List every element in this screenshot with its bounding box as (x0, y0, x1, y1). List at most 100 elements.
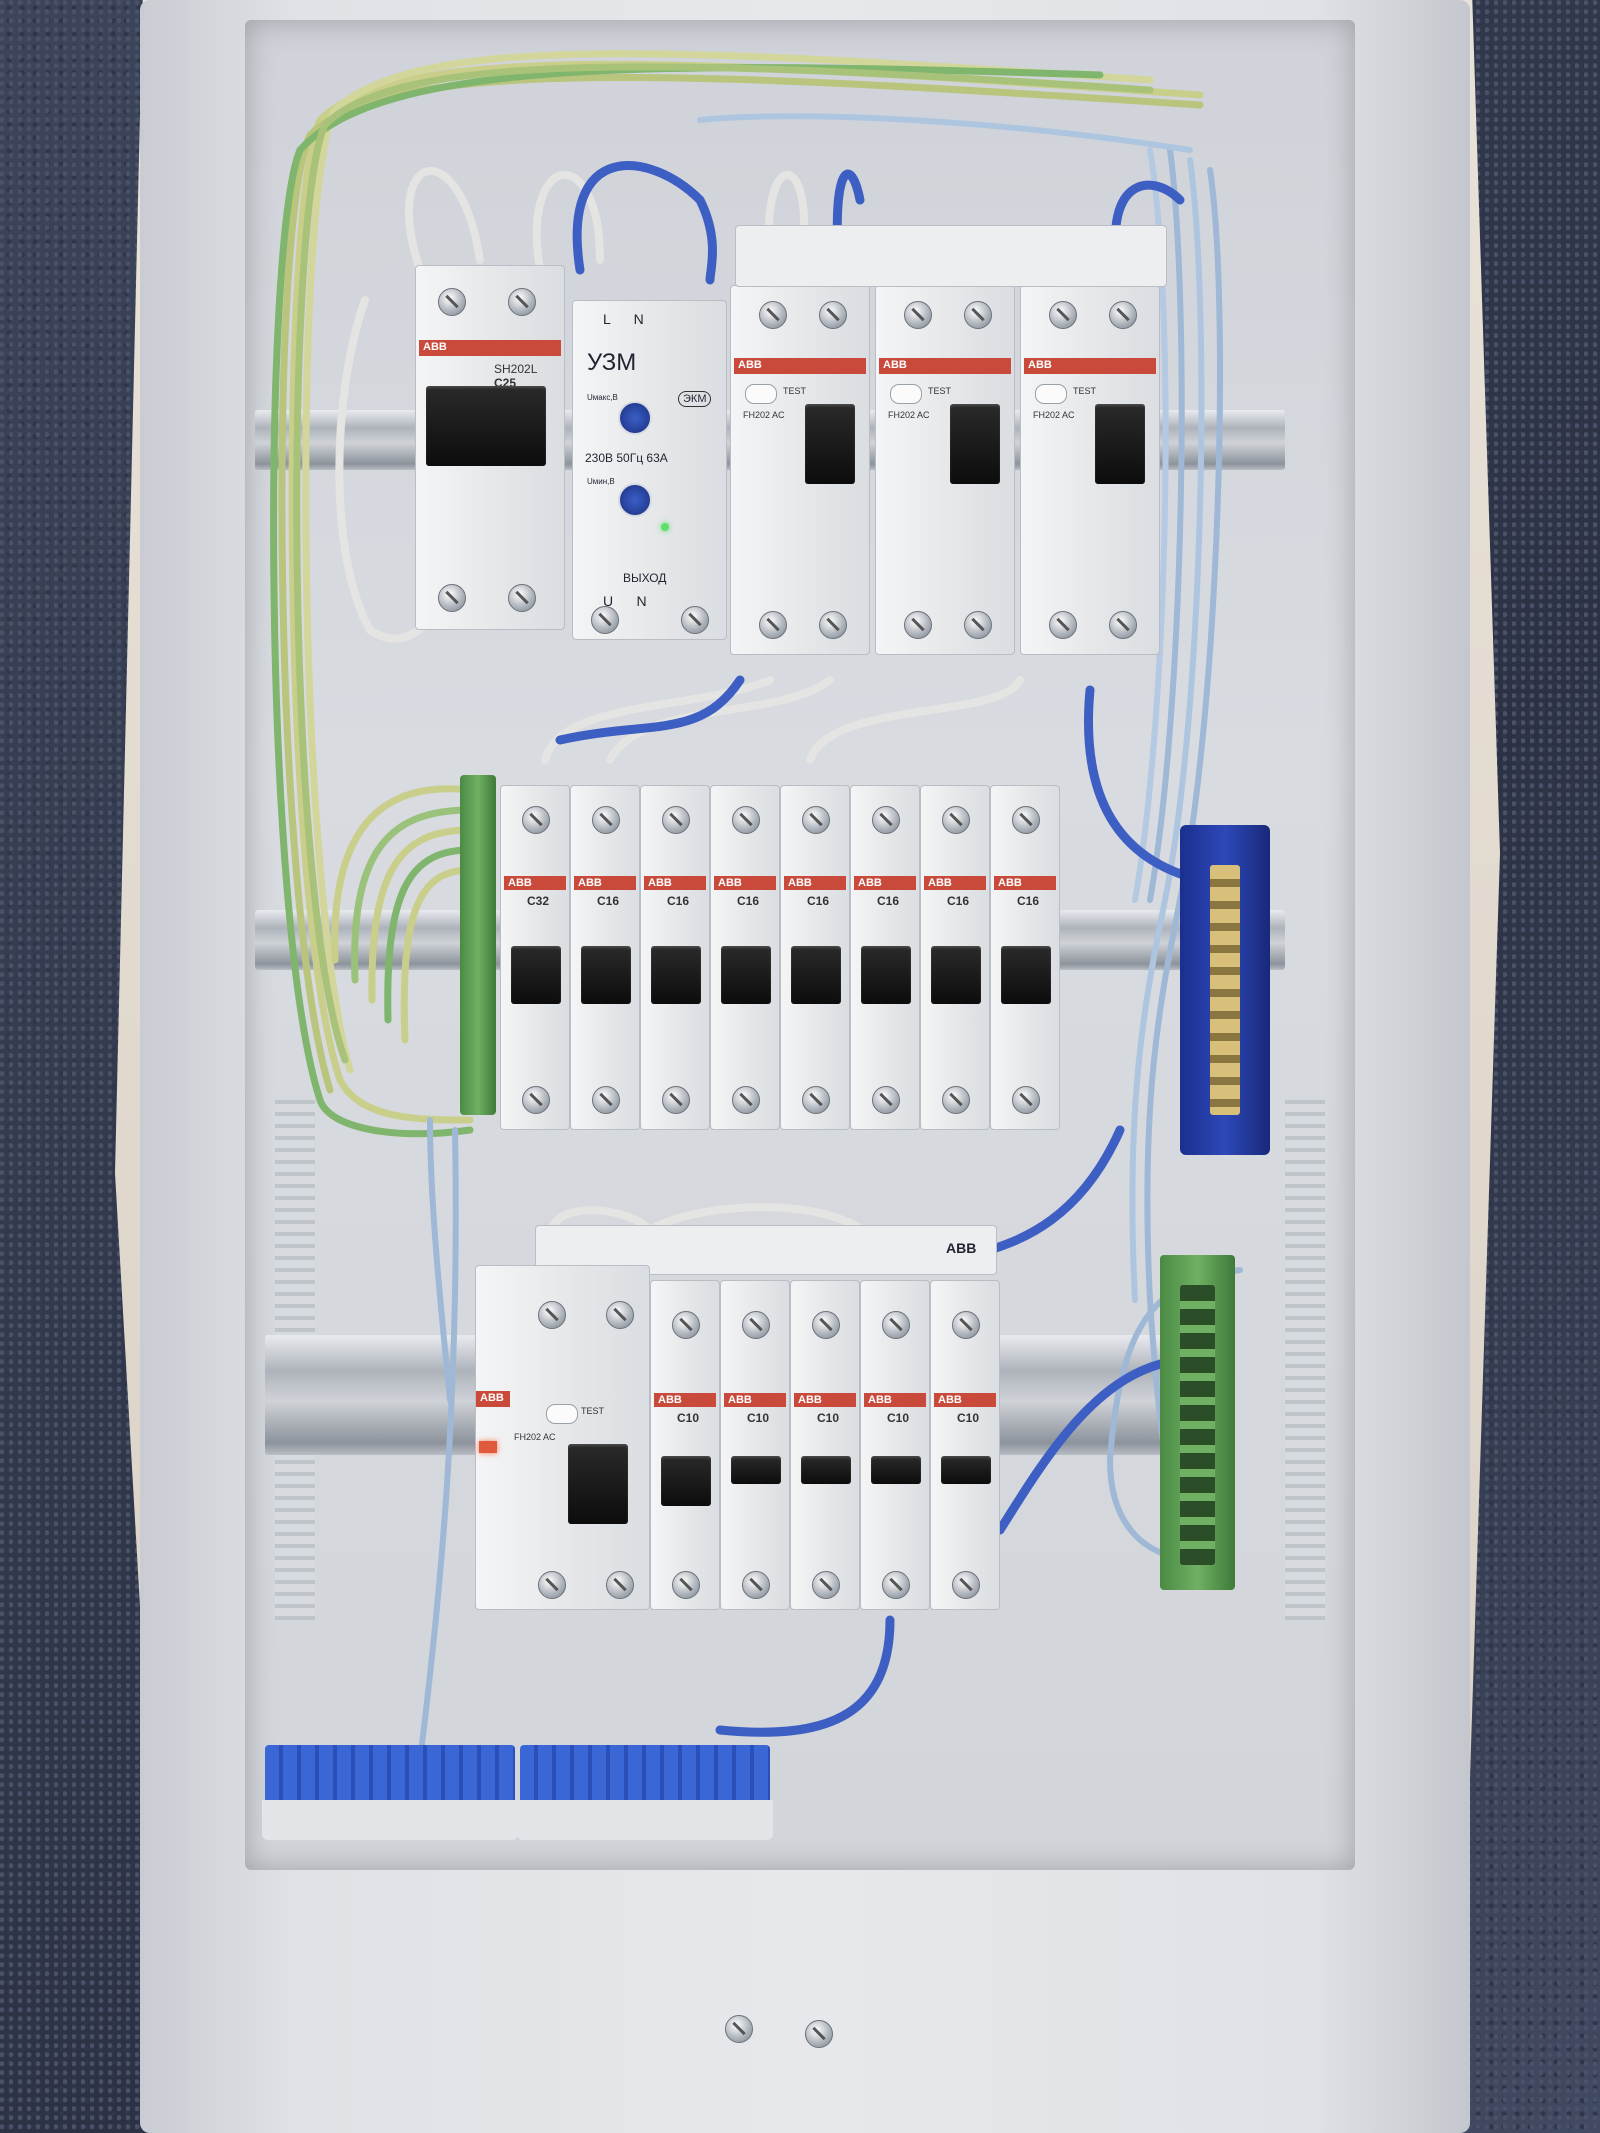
neutral-busbar-screws (1210, 865, 1240, 1115)
breaker-row3-3-rating: C10 (817, 1411, 840, 1425)
breaker-row2-6-brand: ABB (854, 876, 916, 890)
breaker-row2-4-lever[interactable] (721, 946, 771, 1004)
terminal-screw (952, 1311, 980, 1339)
breaker-row2-6: ABB C16 (850, 785, 920, 1130)
rcbo-row3-brand: ABB (476, 1391, 510, 1407)
terminal-screw (952, 1571, 980, 1599)
rcbo-1-test-button[interactable] (745, 384, 777, 404)
breaker-row2-6-rating: C16 (877, 894, 900, 908)
breaker-row3-5-lever[interactable] (941, 1456, 991, 1484)
breaker-row2-1-lever[interactable] (511, 946, 561, 1004)
breaker-row2-4-rating: C16 (737, 894, 760, 908)
breaker-row3-5-rating: C10 (957, 1411, 980, 1425)
rcbo-3-test-button[interactable] (1035, 384, 1067, 404)
terminal-screw (672, 1571, 700, 1599)
terminal-screw (812, 1311, 840, 1339)
breaker-row3-3-lever[interactable] (801, 1456, 851, 1484)
terminal-screw (732, 1086, 760, 1114)
rcbo-2-lever[interactable] (950, 404, 1000, 484)
breaker-row2-4: ABB C16 (710, 785, 780, 1130)
breaker-row2-1-brand: ABB (504, 876, 566, 890)
breaker-row2-2-lever[interactable] (581, 946, 631, 1004)
terminal-screw (802, 806, 830, 834)
terminal-screw (1049, 611, 1077, 639)
terminal-screw (522, 1086, 550, 1114)
breaker-row2-3-brand: ABB (644, 876, 706, 890)
breaker-row3-2-rating: C10 (747, 1411, 770, 1425)
rcbo-row3-lever[interactable] (568, 1444, 628, 1524)
breaker-row2-8-brand: ABB (994, 876, 1056, 890)
breaker-row3-2-lever[interactable] (731, 1456, 781, 1484)
earth-busbar-green (460, 775, 496, 1115)
terminal-block-left (265, 1745, 515, 1805)
breaker-row3-3-brand: ABB (794, 1393, 856, 1407)
breaker-row3-5: ABB C10 (930, 1280, 1000, 1610)
rcbo-1-lever[interactable] (805, 404, 855, 484)
terminal-screw (872, 1086, 900, 1114)
terminal-screw (819, 611, 847, 639)
yellow-green-wires (270, 50, 1204, 1138)
uzm-terminals-out: U N (603, 593, 647, 609)
terminal-screw (942, 1086, 970, 1114)
breaker-row2-1: ABB C32 (500, 785, 570, 1130)
rcbo-3-lever[interactable] (1095, 404, 1145, 484)
uzm-out-label: ВЫХОД (623, 571, 667, 585)
terminal-screw (508, 584, 536, 612)
terminal-screw (662, 1086, 690, 1114)
breaker-row2-1-rating: C32 (527, 894, 550, 908)
terminal-screw (742, 1571, 770, 1599)
breaker-row-3: ABB C10 ABB C10 ABB C10 ABB C10 ABB C10 (650, 1280, 1000, 1610)
terminal-screw (522, 806, 550, 834)
terminal-screw (662, 806, 690, 834)
terminal-screw (1012, 1086, 1040, 1114)
main-breaker-lever[interactable] (426, 386, 546, 466)
breaker-row2-5: ABB C16 (780, 785, 850, 1130)
breaker-row2-3-lever[interactable] (651, 946, 701, 1004)
rcbo-row3-model: FH202 AC (514, 1432, 556, 1442)
box-mounting-screw-2 (805, 2020, 833, 2048)
uzm-spec: 230В 50Гц 63А (585, 451, 668, 465)
rcbo-busbar-row1 (735, 225, 1167, 287)
row3-busbar-brand: ABB (946, 1240, 977, 1256)
terminal-screw (732, 806, 760, 834)
uzm-status-led (661, 523, 669, 531)
rcbo-row3-test-button[interactable] (546, 1404, 578, 1424)
uzm-title: УЗМ (587, 349, 637, 376)
breaker-row3-2-brand: ABB (724, 1393, 786, 1407)
rcbo-2-model: FH202 AC (888, 410, 930, 420)
breaker-row3-1-lever[interactable] (661, 1456, 711, 1506)
terminal-screw (964, 301, 992, 329)
uzm-brand-logo: ЭКМ (678, 391, 712, 407)
terminal-screw (438, 584, 466, 612)
terminal-screw (681, 606, 709, 634)
blue-wires (555, 161, 1205, 1737)
breaker-row3-4-rating: C10 (887, 1411, 910, 1425)
breaker-row2-8-lever[interactable] (1001, 946, 1051, 1004)
terminal-screw (882, 1311, 910, 1339)
breaker-row3-5-brand: ABB (934, 1393, 996, 1407)
terminal-block-right-base (517, 1800, 773, 1840)
uzm-umax-label: Uмакс,В (587, 393, 618, 402)
main-breaker-model: SH202L (494, 362, 538, 376)
breaker-row3-4-lever[interactable] (871, 1456, 921, 1484)
uzm-umin-label: Uмин,В (587, 477, 615, 486)
breaker-row2-6-lever[interactable] (861, 946, 911, 1004)
uzm-min-dial[interactable] (618, 483, 652, 517)
breaker-row2-4-brand: ABB (714, 876, 776, 890)
main-breaker: ABB SH202L C25 (415, 265, 565, 630)
uzm-max-dial[interactable] (618, 401, 652, 435)
terminal-screw (872, 806, 900, 834)
breaker-row2-5-rating: C16 (807, 894, 830, 908)
terminal-screw (438, 288, 466, 316)
rcbo-1-brand: ABB (734, 358, 866, 374)
breaker-row3-4-brand: ABB (864, 1393, 926, 1407)
breaker-row2-5-lever[interactable] (791, 946, 841, 1004)
rcbo-2-test-button[interactable] (890, 384, 922, 404)
terminal-screw (606, 1571, 634, 1599)
uzm-terminals-in: L N (603, 311, 644, 327)
breaker-row3-4: ABB C10 (860, 1280, 930, 1610)
rcbo-row3-indicator (479, 1441, 497, 1453)
terminal-screw (1109, 301, 1137, 329)
breaker-row2-7-lever[interactable] (931, 946, 981, 1004)
neutral-busbar-blue (1180, 825, 1270, 1155)
